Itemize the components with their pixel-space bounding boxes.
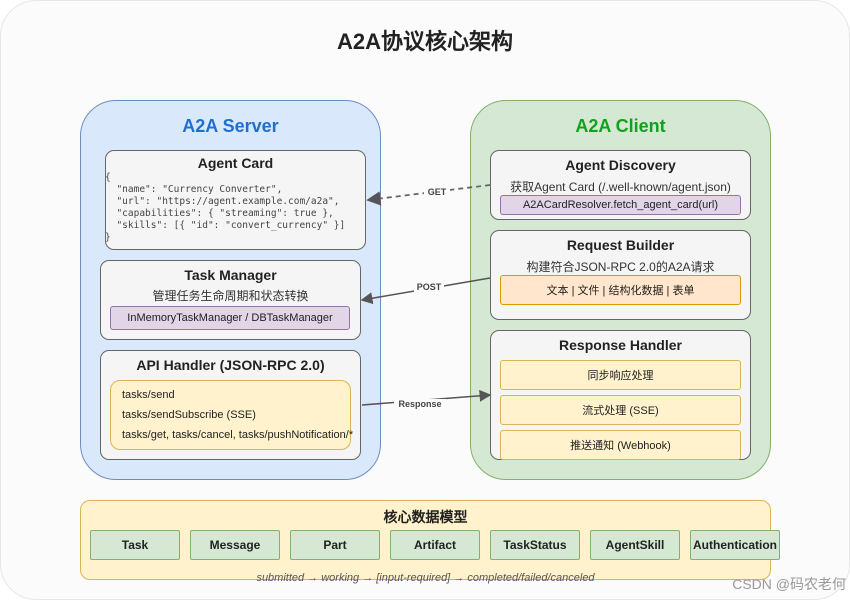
response-mode-sse: 流式处理 (SSE) xyxy=(500,395,741,425)
response-mode-sync: 同步响应处理 xyxy=(500,360,741,390)
json-line: "url": "https://agent.example.com/a2a", xyxy=(105,196,340,207)
task-manager-subtitle: 管理任务生命周期和状态转换 xyxy=(152,289,309,303)
task-manager-impl: InMemoryTaskManager / DBTaskManager xyxy=(110,306,350,330)
get-arrow xyxy=(366,184,491,206)
json-line: } xyxy=(105,232,111,243)
server-title: A2A Server xyxy=(182,116,279,136)
model-authentication: Authentication xyxy=(690,530,780,560)
model-task-status: TaskStatus xyxy=(490,530,580,560)
request-parts: 文本 | 文件 | 结构化数据 | 表单 xyxy=(500,275,741,305)
card-resolver-method: A2ACardResolver.fetch_agent_card(url) xyxy=(500,195,741,215)
model-message: Message xyxy=(190,530,280,560)
model-artifact: Artifact xyxy=(390,530,480,560)
response-mode-webhook: 推送通知 (Webhook) xyxy=(500,430,741,460)
json-line: "skills": [{ "id": "convert_currency" }] xyxy=(105,220,346,231)
model-task: Task xyxy=(90,530,180,560)
api-handler-title: API Handler (JSON-RPC 2.0) xyxy=(136,357,325,373)
model-part: Part xyxy=(290,530,380,560)
response-label: Response xyxy=(394,399,446,409)
agent-discovery-title: Agent Discovery xyxy=(565,157,676,173)
diagram-title: A2A协议核心架构 xyxy=(336,29,513,54)
model-agent-skill: AgentSkill xyxy=(590,530,680,560)
post-label: POST xyxy=(414,282,444,292)
request-builder-subtitle: 构建符合JSON-RPC 2.0的A2A请求 xyxy=(526,260,715,274)
json-line: "capabilities": { "streaming": true }, xyxy=(105,208,334,219)
json-line: "name": "Currency Converter", xyxy=(105,184,283,195)
agent-card-json: { "name": "Currency Converter", "url": "… xyxy=(105,172,366,247)
agent-card-title: Agent Card xyxy=(197,155,274,171)
client-title: A2A Client xyxy=(575,116,666,136)
agent-discovery-subtitle: 获取Agent Card (/.well-known/agent.json) xyxy=(510,180,731,194)
api-methods-box xyxy=(110,380,351,450)
task-manager-title: Task Manager xyxy=(184,267,277,283)
get-label: GET xyxy=(424,187,450,197)
api-method: tasks/sendSubscribe (SSE) xyxy=(122,409,256,421)
api-method: tasks/send xyxy=(122,389,175,401)
watermark: CSDN @码农老何 xyxy=(732,576,846,592)
api-method: tasks/get, tasks/cancel, tasks/pushNotif… xyxy=(122,429,354,441)
task-lifecycle: submitted → working → [input-required] →… xyxy=(256,572,595,584)
json-line: { xyxy=(105,172,111,183)
data-model-title: 核心数据模型 xyxy=(383,509,468,525)
response-handler-title: Response Handler xyxy=(559,337,682,353)
agent-card-box xyxy=(105,150,366,250)
request-builder-title: Request Builder xyxy=(566,237,675,253)
